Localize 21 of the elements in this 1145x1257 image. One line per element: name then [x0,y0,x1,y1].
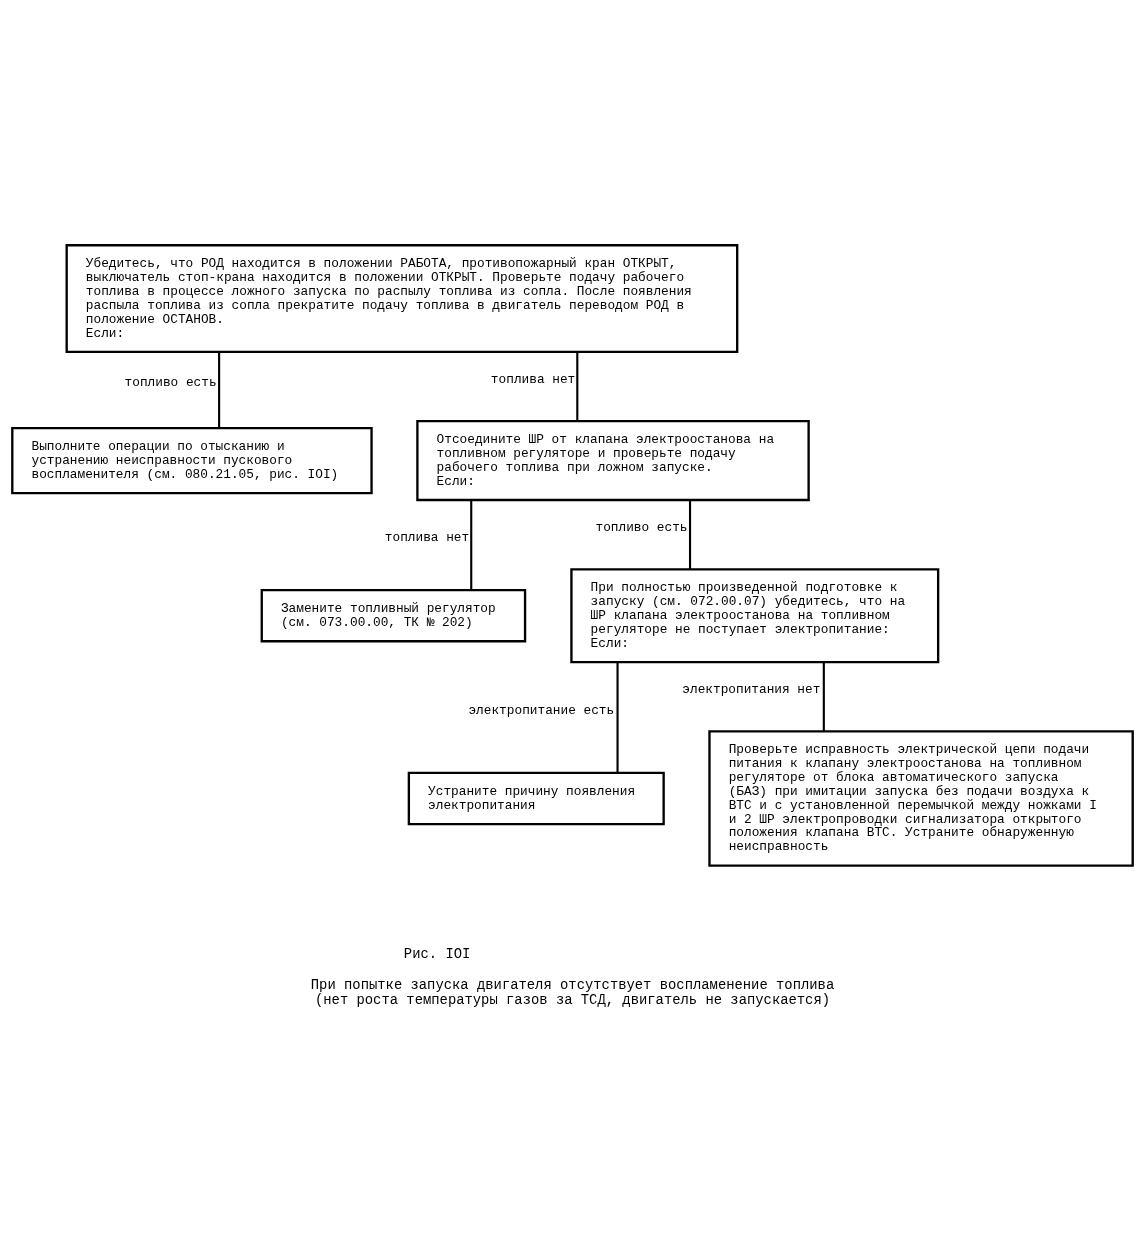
edge-label: электропитание есть [468,702,615,718]
edge-label: топливо есть [595,519,688,535]
connector [218,352,221,428]
caption: При попытке запуска двигателя отсутствует воспламенение топлива (нет роста температуры газов за ТСД, двигатель не запускается) [310,976,835,1008]
edge-label: топливо есть [124,375,217,391]
connector [470,500,473,590]
connector [688,500,692,570]
edge-label: топлива нет [490,371,576,387]
edge-label: электропитания нет [682,682,821,698]
label: Рис. IOI [403,945,471,962]
node-box: Устраните причину появления электропитания [407,771,665,826]
node-box: Отсоедините ШР от клапана электроостанова на топливном регуляторе и проверьте подачу рабочего топлива при ложном запуске. Если: [416,420,810,502]
node-box: Проверьте исправность электрической цепи подачи питания к клапану электроостанова на топливном регуляторе от блока автоматического запуска (БАЗ) при имитации запуска без подачи воздуха к ВТС и с установленной перемычкой между ножками I и 2 ШР электропроводки сигнализатора открытого положения клапана ВТС. Устраните обнаруженную неисправность [708,730,1134,867]
node-box: Замените топливный регулятор (см. 073.00.00, ТК № 202) [260,588,527,643]
node-box: Убедитесь, что РОД находится в положении РАБОТА, противопожарный кран ОТКРЫТ, выключатель стоп-крана находится в положении ОТКРЫТ. Проверьте подачу рабочего топлива в процессе ложного запуска по распылу топлива из сопла. После появления распыла топлива из сопла прекратите подачу топлива в двигатель переводом РОД в положение ОСТАНОВ. Если: [65,244,739,354]
edge-label: топлива нет [384,530,470,546]
connector [822,662,825,732]
node-box: Выполните операции по отысканию и устранению неисправности пускового воспламенителя (см. 080.21.05, рис. IOI) [11,426,373,495]
node-box: При полностью произведенной подготовке к запуску (см. 072.00.07) убедитесь, что на ШР клапана электроостанова на топливном регуляторе не поступает электропитание: Если: [570,568,940,664]
connector [616,662,619,773]
connector [576,352,579,421]
